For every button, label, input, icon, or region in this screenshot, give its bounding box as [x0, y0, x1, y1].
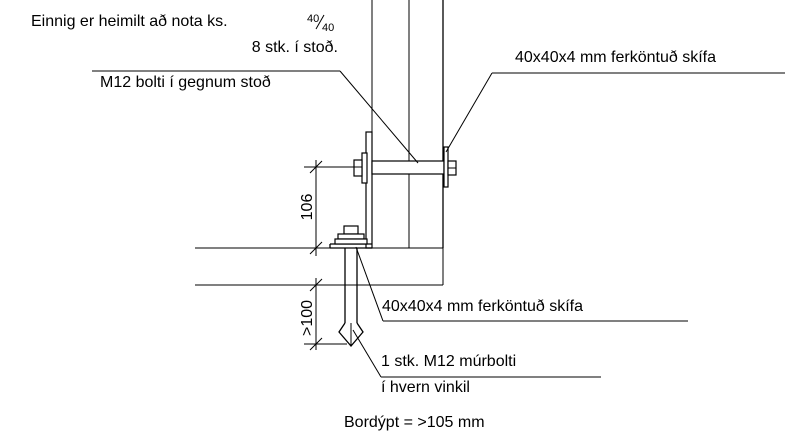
washer-bottom-label: 40x40x4 mm ferköntuð skífa	[382, 298, 583, 315]
washer-bottom-leader	[355, 246, 688, 322]
bolt-label-leader	[92, 70, 419, 164]
anchor-label-line-2: í hvern vinkil	[381, 379, 470, 396]
note-line-1: Einnig er heimilt að nota ks.	[31, 13, 228, 30]
dim-gt100-label: >100	[299, 300, 316, 336]
anchor-label-line-1: 1 stk. M12 múrbolti	[381, 353, 516, 370]
fraction: 40 40	[307, 13, 334, 34]
dim-106-label: 106	[299, 194, 316, 221]
deck-thickness-label: Bordýpt = >105 mm	[344, 414, 485, 431]
fraction-denominator: 40	[322, 22, 334, 34]
fraction-numerator: 40	[307, 13, 319, 25]
anchor-bolt	[334, 225, 368, 347]
through-bolt	[353, 146, 457, 188]
washer-top-label: 40x40x4 mm ferköntuð skífa	[515, 49, 716, 66]
post	[371, 0, 444, 248]
washer-top-leader	[445, 72, 785, 153]
dimension-gt100: >100	[299, 278, 347, 351]
dimension-106: 106	[299, 160, 362, 256]
bolt-through-post-label: M12 bolti í gegnum stoð	[100, 74, 271, 91]
deck-slab	[195, 247, 444, 286]
anchor-leader	[352, 329, 601, 378]
note-line-2: 8 stk. í stoð.	[252, 39, 338, 56]
